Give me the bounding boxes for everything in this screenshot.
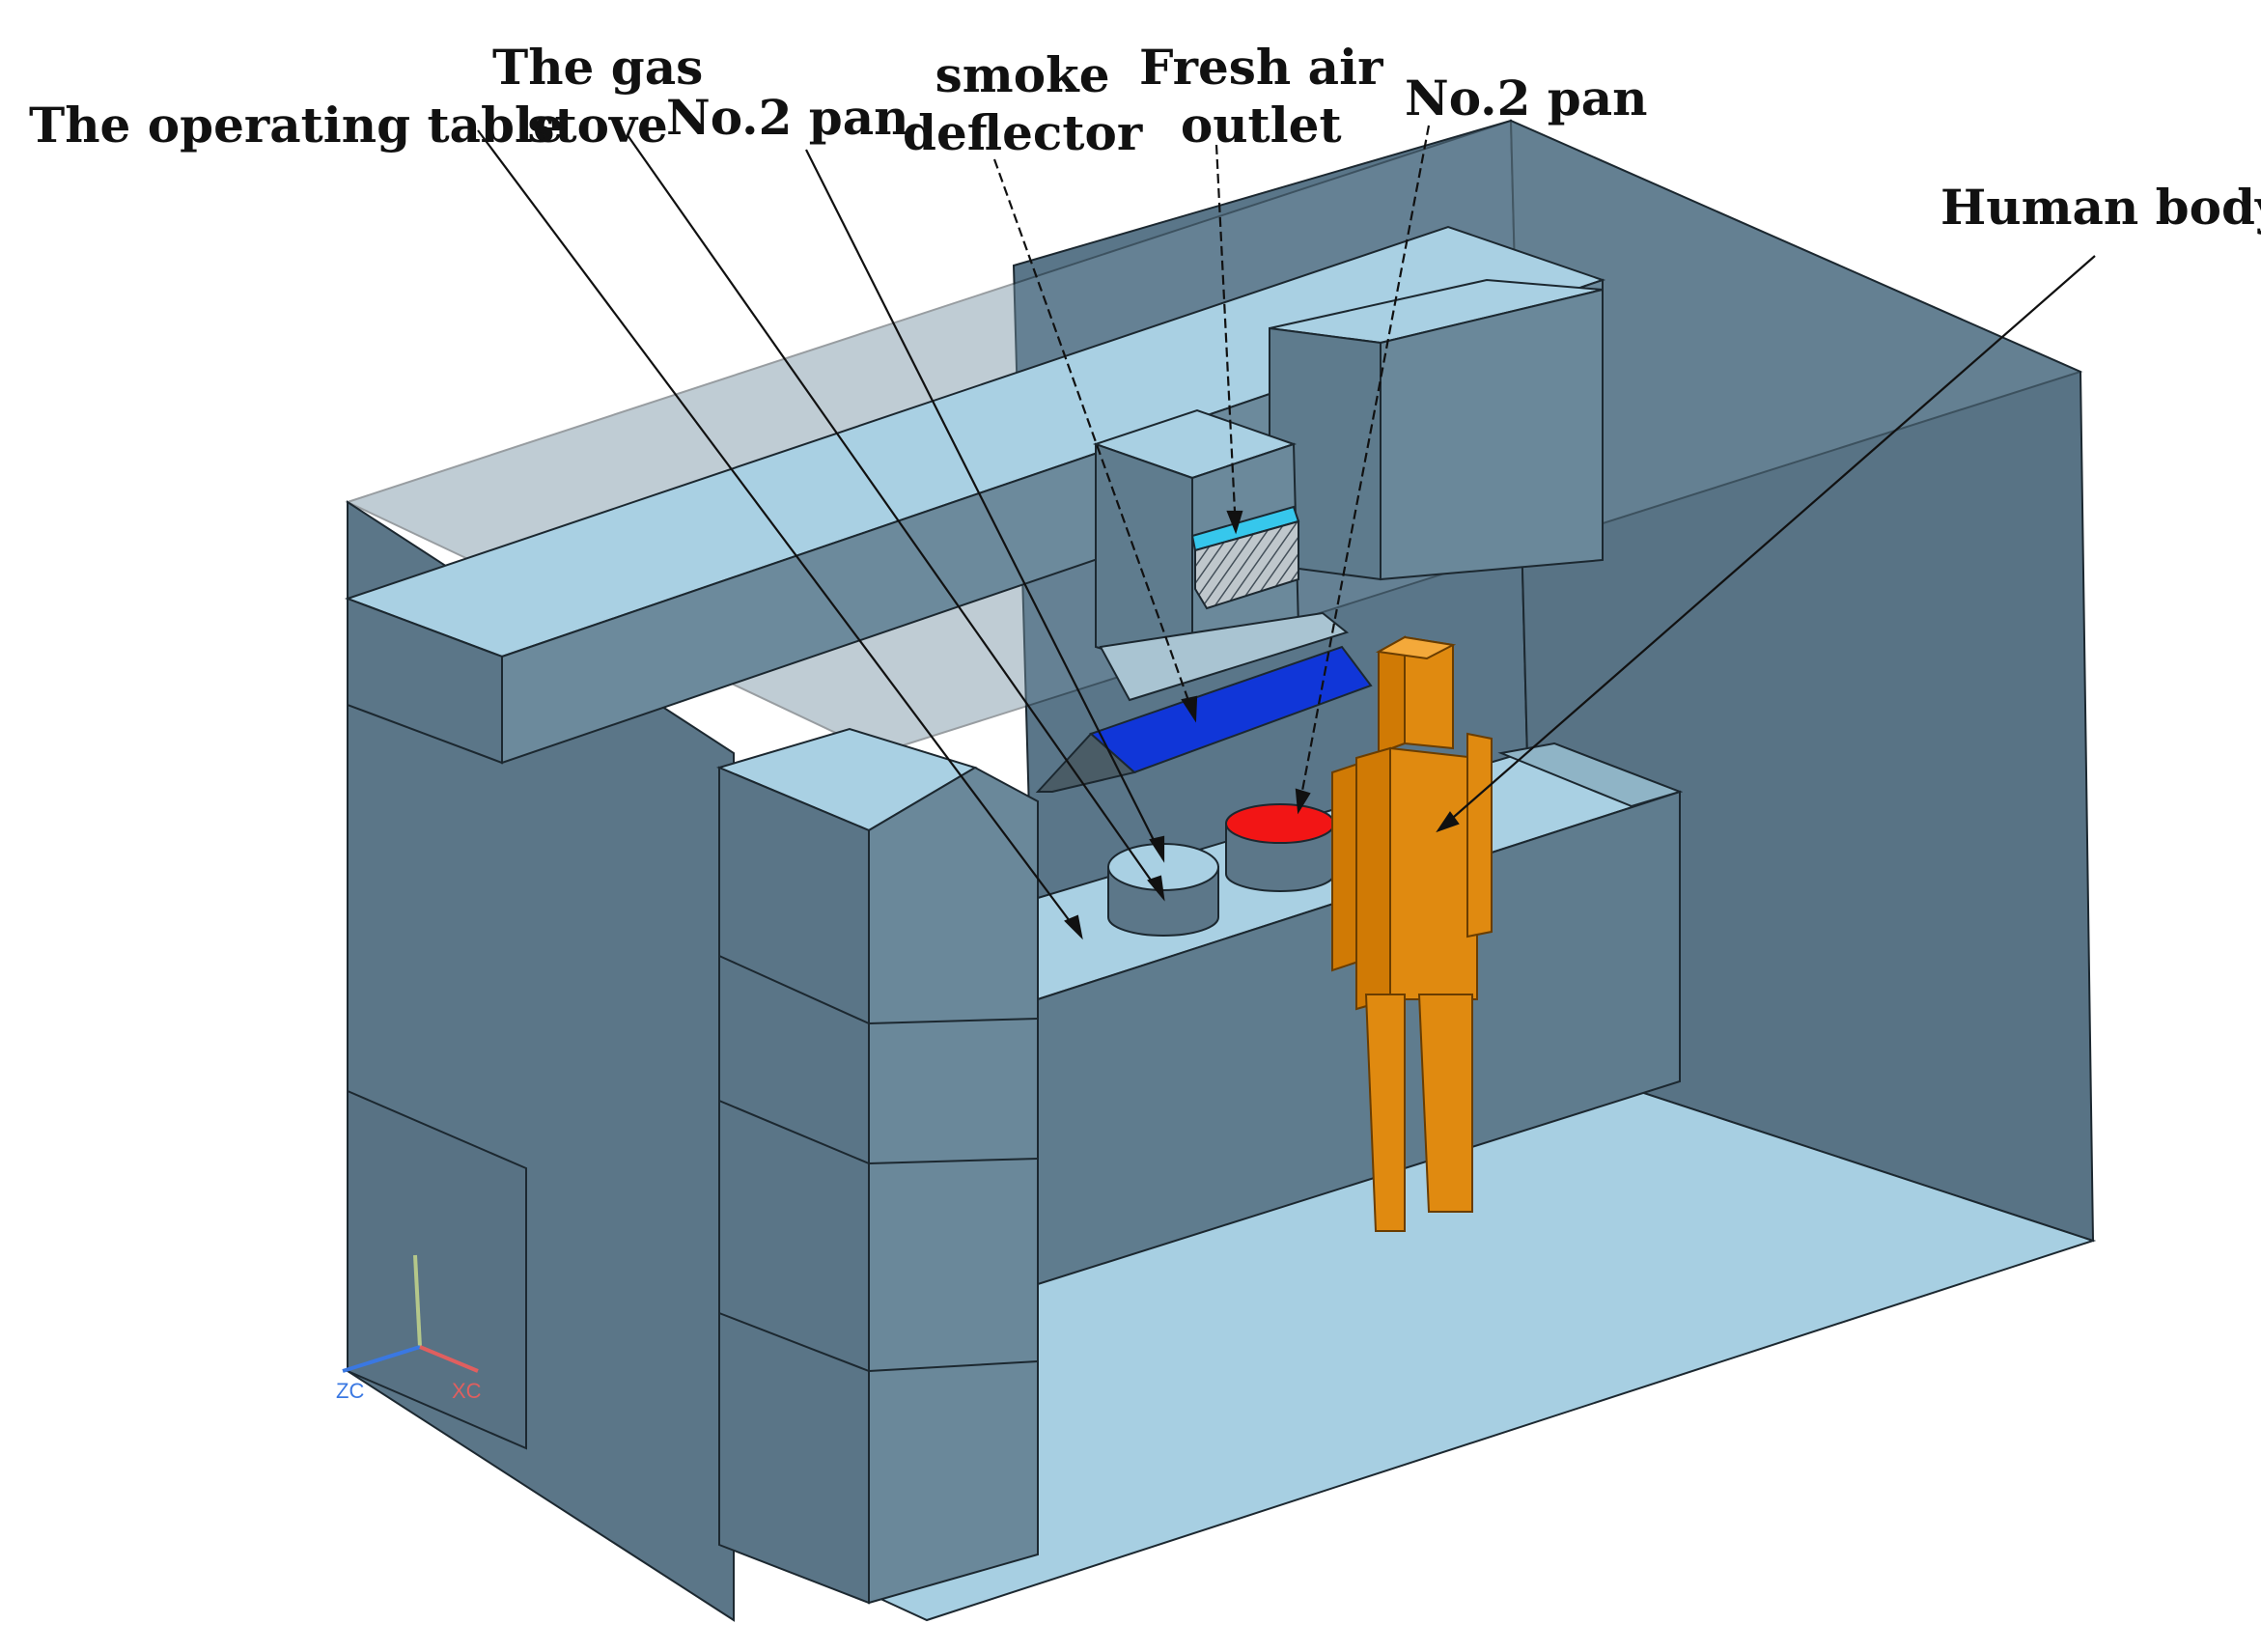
arrowhead-pan-right <box>1295 788 1311 815</box>
y-axis-arrow <box>413 1254 422 1348</box>
human-torso-front <box>1389 746 1478 1000</box>
front-left-cabinet <box>716 727 1039 1605</box>
human-left-leg <box>1364 994 1406 1232</box>
leader-pan-left <box>805 149 1164 860</box>
leader-lines <box>477 125 2096 940</box>
deflector-back <box>1099 611 1350 702</box>
cabinet-side <box>868 766 1039 1605</box>
cabinet-divider-3 <box>718 1312 870 1372</box>
label-smoke-line1: smoke <box>935 46 1110 103</box>
left-pan-body <box>1107 843 1219 937</box>
human-torso-side <box>1355 746 1391 1011</box>
rear-right-cabinet <box>1497 742 1684 808</box>
x-axis-arrow <box>419 1345 479 1373</box>
label-fresh-line2: outlet <box>1180 97 1342 154</box>
label-pan-right: No.2 pan <box>1405 70 1648 127</box>
arrowhead-pan-left <box>1149 835 1165 863</box>
label-smoke-deflector: smoke deflector <box>903 46 1142 162</box>
label-gas-stove-line2: stove <box>527 97 668 154</box>
arrowhead-gas-stove <box>1147 875 1165 902</box>
leader-human-body <box>1438 255 2096 831</box>
human-body <box>1331 635 1493 1232</box>
human-head-top <box>1375 635 1457 660</box>
label-operating-table-text: The operating table <box>29 97 564 154</box>
beam-left-side <box>347 597 503 765</box>
label-human-body-text: Human body <box>1940 179 2261 236</box>
ceiling-beams <box>345 225 1606 765</box>
leader-fresh-air <box>1214 144 1238 532</box>
front-left-lower-wall <box>347 1089 527 1450</box>
fresh-air-grille <box>1194 519 1299 610</box>
leader-pan-right <box>1297 125 1431 812</box>
label-pan-right-text: No.2 pan <box>1405 70 1648 126</box>
cabinet-divider-1 <box>718 955 870 1024</box>
cabinet-divider-6 <box>868 1360 1039 1372</box>
leader-operating-table <box>477 129 1082 938</box>
cabinet-front <box>718 766 870 1605</box>
deflector-edge <box>1035 732 1137 793</box>
range-hood <box>1035 408 1373 793</box>
label-fresh-air-outlet: Fresh air outlet <box>1139 39 1382 154</box>
cabinet-divider-4 <box>868 1018 1039 1024</box>
arrowhead-smoke-deflector <box>1181 695 1198 723</box>
label-pan-left-text: No.2 pan <box>666 89 909 146</box>
label-gas-stove-line1: The gas <box>492 39 704 96</box>
arrowhead-human-body <box>1436 811 1460 833</box>
label-smoke-line2: deflector <box>903 104 1143 161</box>
human-right-leg <box>1417 994 1473 1213</box>
x-axis-label: XC <box>452 1379 482 1403</box>
label-pan-left: No.2 pan <box>666 89 909 147</box>
label-fresh-line1: Fresh air <box>1139 39 1383 96</box>
cabinet-divider-5 <box>868 1158 1039 1164</box>
human-right-arm <box>1466 732 1493 938</box>
label-gas-stove: The gas stove <box>492 39 703 154</box>
axis-triad: ZC XC <box>336 1254 482 1403</box>
red-pan-lid <box>1225 803 1335 844</box>
label-operating-table: The operating table <box>29 97 564 154</box>
arrowhead-fresh-air <box>1226 510 1243 535</box>
z-axis-label: ZC <box>336 1379 364 1403</box>
right-pan-body <box>1225 803 1335 892</box>
leader-smoke-deflector <box>992 158 1197 720</box>
leader-gas-stove <box>627 134 1164 899</box>
beam-right-box-side <box>1380 288 1604 581</box>
cabinet-divider-2 <box>718 1100 870 1164</box>
z-axis-arrow <box>342 1345 421 1373</box>
arrowhead-operating-table <box>1064 914 1083 940</box>
label-human-body: Human body <box>1940 179 2261 237</box>
